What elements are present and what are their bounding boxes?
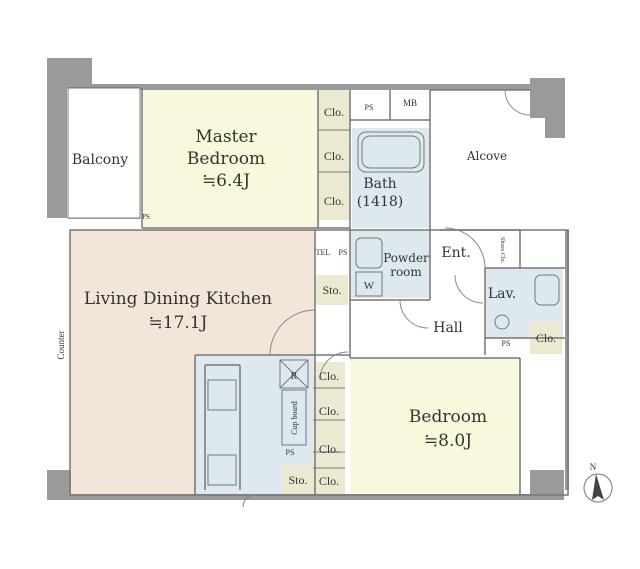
bedroom-size: ≒8.0J — [424, 431, 472, 451]
master-bedroom-floor — [142, 88, 320, 228]
pipe-space-label: PS — [365, 103, 374, 112]
doors — [242, 89, 531, 508]
cup-board-label: Cup board — [290, 401, 299, 435]
walls — [47, 58, 569, 500]
fixtures — [207, 131, 560, 486]
ldk-label: Living Dining Kitchen — [84, 289, 272, 309]
closet-strip-bedroom — [313, 362, 345, 497]
bedroom-label: Bedroom — [409, 407, 487, 427]
storage-label: Sto. — [322, 283, 341, 297]
pipe-space-label: PS — [502, 339, 511, 348]
bath-floor — [352, 128, 430, 228]
refrigerator-label: R — [291, 371, 298, 382]
north-label: N — [590, 462, 597, 472]
storage-ldk — [316, 275, 348, 305]
closet-label: Clo. — [319, 369, 339, 383]
storage-label: Sto. — [288, 473, 307, 487]
counter-label: Counter — [56, 331, 66, 360]
bath-size: (1418) — [357, 194, 404, 210]
closet-label: Clo. — [324, 105, 344, 119]
closet-strip-master — [318, 90, 350, 220]
balcony-label: Balcony — [72, 152, 128, 168]
master-bedroom-label-1: Master — [195, 127, 257, 147]
closet-label: Clo. — [536, 331, 556, 345]
storage-kitchen — [282, 465, 314, 495]
room-outlines — [68, 87, 569, 496]
powder-room-label-2: room — [390, 265, 422, 279]
ldk-size: ≒17.1J — [149, 313, 208, 333]
closet-label: Clo. — [324, 149, 344, 163]
washer-label: W — [364, 280, 375, 292]
bedroom-floor — [350, 358, 520, 495]
entrance-label: Ent. — [441, 245, 470, 261]
pipe-space-label: PS — [142, 213, 150, 221]
north-arrow-icon: N — [583, 462, 613, 503]
balcony-area — [67, 87, 141, 219]
meter-box-label: MB — [403, 98, 417, 108]
closet-label: Clo. — [319, 474, 339, 488]
lavatory-label: Lav. — [488, 286, 516, 302]
tel-label: TEL — [316, 248, 331, 257]
hall-label: Hall — [433, 320, 463, 336]
bath-label: Bath — [363, 176, 396, 192]
powder-room-label-1: Powder — [383, 251, 429, 265]
pipe-space-label: PS — [339, 248, 348, 257]
shoes-closet-label: Shoes Clo. — [499, 237, 505, 264]
pipe-space-label: PS — [286, 448, 295, 457]
closet-label: Clo. — [319, 404, 339, 418]
powder-floor — [350, 230, 430, 298]
closet-label: Clo. — [324, 194, 344, 208]
master-bedroom-size: ≒6.4J — [202, 171, 250, 191]
closet-partitions — [313, 129, 350, 469]
closet-label: Clo. — [319, 442, 339, 456]
master-bedroom-label-2: Bedroom — [187, 149, 265, 169]
alcove-label: Alcove — [466, 149, 507, 163]
